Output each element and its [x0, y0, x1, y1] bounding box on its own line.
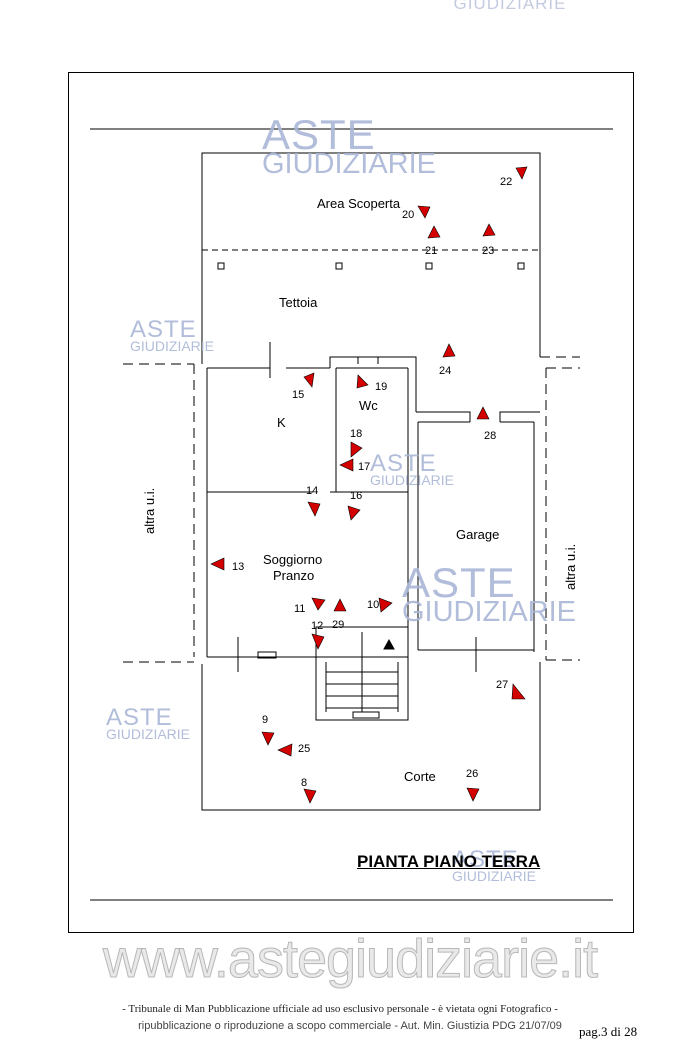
marker-10: [378, 597, 393, 613]
watermark-4: ASTE GIUDIZIARIE: [402, 559, 577, 628]
num-22: 22: [500, 176, 512, 188]
label-corte: Corte: [404, 769, 436, 784]
label-area-scoperta: Area Scoperta: [317, 196, 401, 211]
marker-21: [427, 225, 441, 239]
num-18: 18: [350, 428, 362, 440]
label-garage: Garage: [456, 527, 499, 542]
label-altra-right: altra u.i.: [563, 544, 578, 590]
marker-15: [303, 372, 315, 388]
num-21: 21: [425, 245, 437, 257]
watermark-6: ASTE GIUDIZIARIE: [452, 846, 537, 884]
watermark-2: ASTE GIUDIZIARIE: [130, 316, 215, 354]
num-12: 12: [311, 620, 323, 632]
marker-22: [515, 166, 528, 180]
watermark-3: ASTE GIUDIZIARIE: [370, 450, 455, 488]
marker-17: [339, 458, 354, 472]
marker-11: [311, 597, 326, 611]
num-8: 8: [301, 777, 307, 789]
marker-18: [350, 441, 363, 458]
num-14: 14: [306, 485, 318, 497]
marker-20: [417, 205, 431, 219]
marker-19: [356, 374, 369, 389]
num-28: 28: [484, 430, 496, 442]
footer-line-2: ripubblicazione o riproduzione a scopo c…: [138, 1020, 562, 1032]
website-watermark: www.astegiudiziarie.it: [102, 929, 598, 990]
num-26: 26: [466, 768, 478, 780]
page-number: pag.3 di 28: [579, 1024, 638, 1039]
marker-26: [466, 787, 480, 802]
label-tettoia: Tettoia: [279, 295, 318, 310]
num-15: 15: [292, 389, 304, 401]
num-24: 24: [439, 365, 451, 377]
num-29: 29: [332, 619, 344, 631]
marker-16: [347, 505, 361, 521]
num-25: 25: [298, 743, 310, 755]
marker-29: [333, 598, 347, 612]
marker-12: [311, 633, 325, 650]
plan-title: PIANTA PIANO TERRA: [357, 852, 541, 871]
marker-28: [476, 406, 490, 420]
marker-13: [210, 557, 225, 571]
label-wc: Wc: [359, 398, 378, 413]
watermark-1: ASTE GIUDIZIARIE: [262, 111, 437, 180]
num-13: 13: [232, 561, 244, 573]
marker-25: [277, 743, 293, 757]
footer-line-1: - Tribunale di Man Pubblicazione ufficia…: [122, 1003, 558, 1015]
plan-frame: [68, 72, 634, 933]
num-23: 23: [482, 245, 494, 257]
floor-plan: Area Scoperta Tettoia K Wc Soggiorno Pra…: [90, 128, 613, 901]
watermark-top: GIUDIZIARIE: [453, 0, 567, 13]
num-17: 17: [358, 461, 370, 473]
label-k: K: [277, 415, 286, 430]
num-16: 16: [350, 490, 362, 502]
num-20: 20: [402, 209, 414, 221]
num-9: 9: [262, 714, 268, 726]
marker-23: [482, 223, 496, 237]
marker-27: [511, 683, 526, 700]
num-10: 10: [367, 599, 379, 611]
num-27: 27: [496, 679, 508, 691]
watermark-5: ASTE GIUDIZIARIE: [106, 704, 191, 742]
label-pranzo: Pranzo: [273, 568, 314, 583]
marker-24: [442, 343, 456, 358]
num-11: 11: [294, 603, 305, 615]
num-19: 19: [375, 381, 387, 393]
marker-14: [307, 501, 321, 517]
marker-8: [303, 788, 317, 804]
marker-9: [261, 731, 275, 746]
label-altra-left: altra u.i.: [142, 488, 157, 534]
label-soggiorno: Soggiorno: [263, 552, 322, 567]
